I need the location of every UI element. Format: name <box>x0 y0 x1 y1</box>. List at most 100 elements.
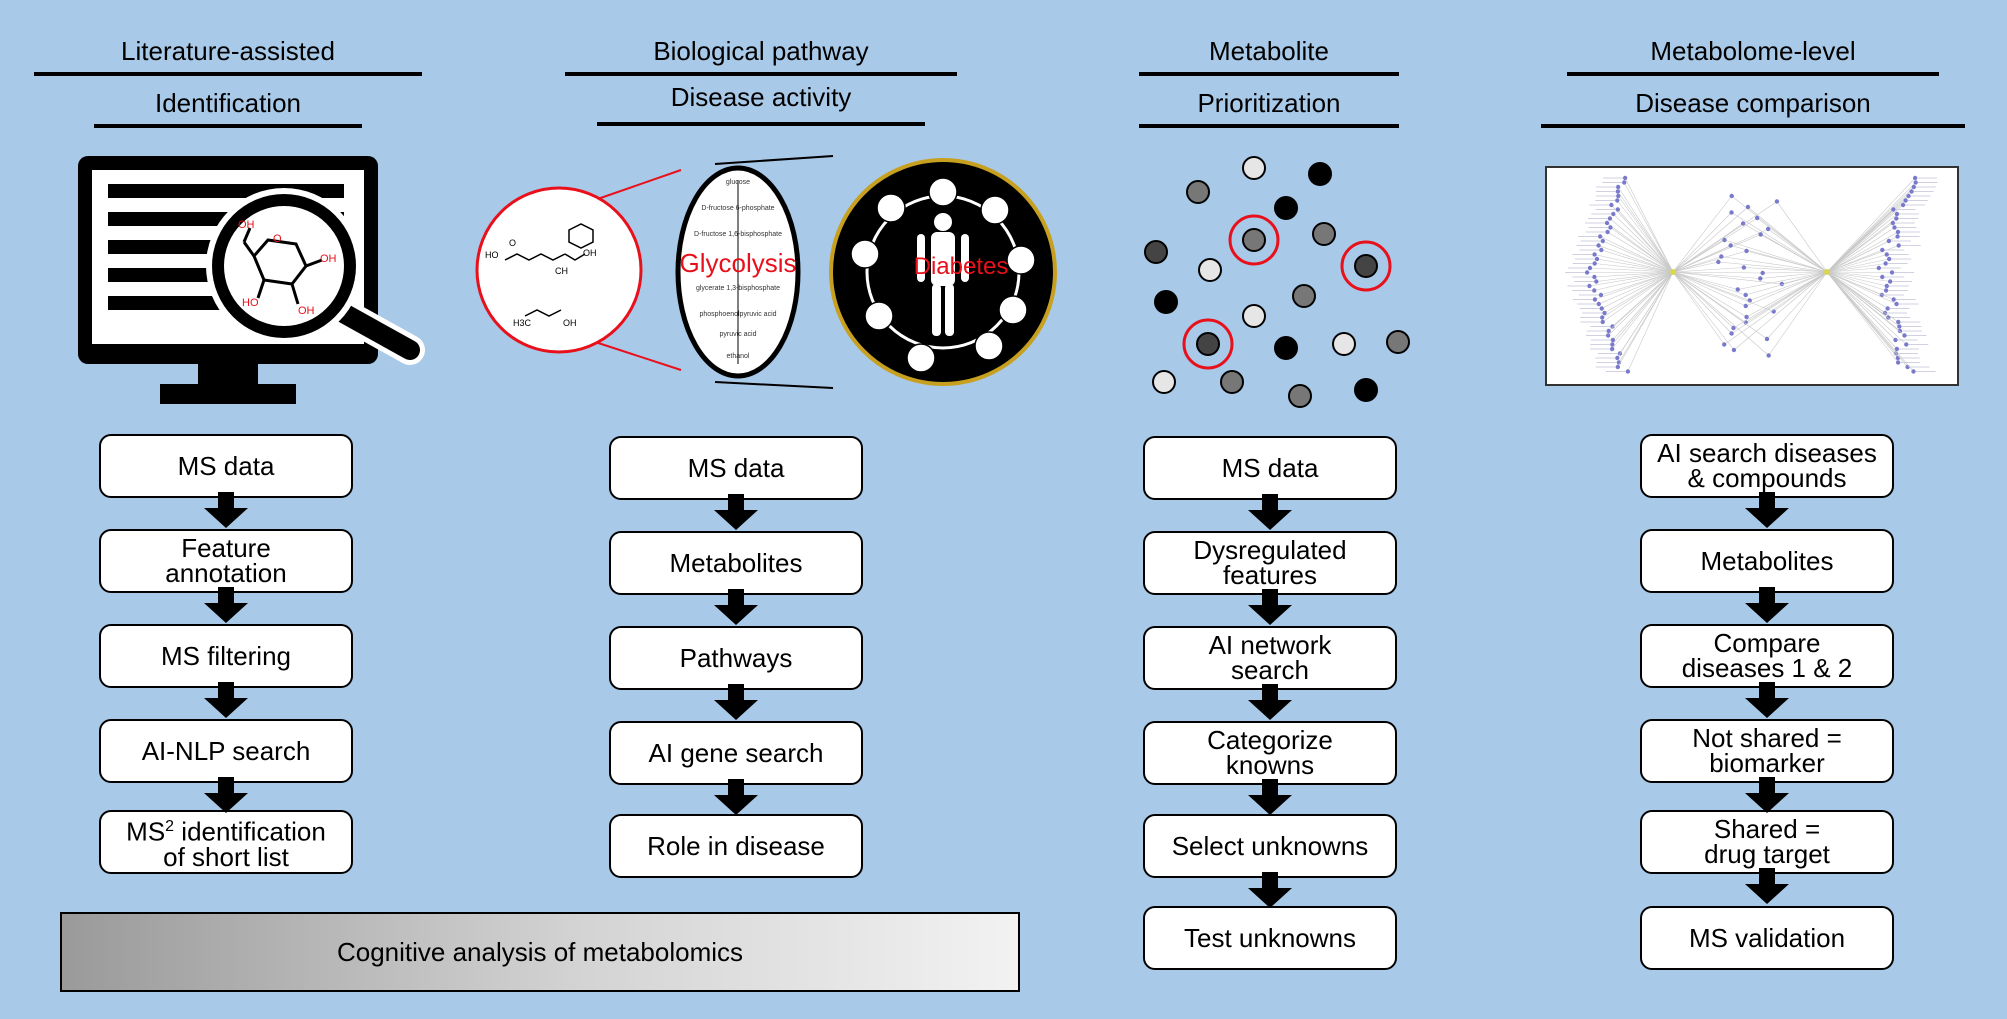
flow-arrow-icon <box>1248 779 1292 815</box>
col2-title: Biological pathway <box>653 36 869 66</box>
monitor-magnifier-icon: O OH HO OH OH <box>78 156 425 404</box>
flow-arrow-icon <box>1248 494 1292 530</box>
svg-text:D-fructose 1,6-bisphosphate: D-fructose 1,6-bisphosphate <box>694 231 782 238</box>
flow-arrow-icon <box>204 587 248 623</box>
svg-text:OH: OH <box>238 219 255 231</box>
col4-title: Metabolome-level <box>1650 36 1856 66</box>
flow-step-label: Metabolites <box>669 547 803 578</box>
col3-subtitle: Prioritization <box>1197 88 1341 118</box>
svg-text:CH: CH <box>555 266 568 276</box>
pathway-zoom-illustration: HO O CH OH H3C OH glucose D-fructose 6-phosp… <box>475 155 1057 389</box>
flow-arrow-icon <box>204 492 248 528</box>
flow-step-label: Pathways <box>679 642 793 673</box>
col2-subtitle-rule <box>597 122 925 126</box>
col1-title-rule <box>34 72 422 76</box>
flow-step-label: Not shared =biomarker <box>1692 723 1842 778</box>
metabolite-dots-illustration <box>1144 156 1410 408</box>
flow-step-box: Select unknowns <box>1143 814 1397 878</box>
flow-step-label: AI search diseases& compounds <box>1657 438 1877 493</box>
flow-step-label: Shared =drug target <box>1704 814 1830 869</box>
svg-text:O: O <box>273 233 282 245</box>
svg-text:OH: OH <box>320 253 337 265</box>
flow-arrow-icon <box>1745 587 1789 623</box>
svg-text:HO: HO <box>242 297 259 309</box>
col1-subtitle-rule <box>94 124 362 128</box>
svg-text:OH: OH <box>298 305 315 317</box>
cognitive-analysis-banner: Cognitive analysis of metabolomics <box>60 912 1020 992</box>
col2-subtitle: Disease activity <box>670 82 852 112</box>
flow-arrow-icon <box>714 779 758 815</box>
col3-subtitle-rule <box>1139 124 1399 128</box>
flow-step-box: MS validation <box>1640 906 1894 970</box>
svg-text:OH: OH <box>563 318 577 328</box>
col2-title-rule <box>565 72 957 76</box>
flow-step-label: AI gene search <box>648 737 824 768</box>
flow-step-box: MS data <box>99 434 353 498</box>
flow-step-box: Not shared =biomarker <box>1640 719 1894 783</box>
flow-step-box: Role in disease <box>609 814 863 878</box>
svg-text:OH: OH <box>583 248 597 258</box>
flow-arrow-icon <box>1745 682 1789 718</box>
flow-step-box: Test unknowns <box>1143 906 1397 970</box>
flow-step-box: Shared =drug target <box>1640 810 1894 874</box>
flow-step-box: MS data <box>1143 436 1397 500</box>
flow-arrow-icon <box>1745 777 1789 813</box>
flow-step-box: Metabolites <box>609 531 863 595</box>
flow-arrow-icon <box>1745 492 1789 528</box>
col1-title: Literature-assisted <box>121 36 335 66</box>
col4-subtitle-rule <box>1541 124 1965 128</box>
svg-text:ethanol: ethanol <box>727 353 750 360</box>
svg-text:glycerate 1,3-bisphosphate: glycerate 1,3-bisphosphate <box>696 285 780 292</box>
flow-step-label: Metabolites <box>1700 545 1834 576</box>
flow-step-box: AI search diseases& compounds <box>1640 434 1894 498</box>
cognitive-analysis-label: Cognitive analysis of metabolomics <box>336 936 744 967</box>
flow-arrow-icon <box>1248 872 1292 908</box>
flow-step-box: AI gene search <box>609 721 863 785</box>
diabetes-label: Diabetes <box>914 253 1009 280</box>
svg-text:glucose: glucose <box>726 179 750 186</box>
col4-title-rule <box>1567 72 1939 76</box>
svg-text:HO: HO <box>485 250 499 260</box>
glycolysis-label: Glycolysis <box>679 248 796 278</box>
flow-step-label: MS data <box>177 450 275 481</box>
flow-step-label: Test unknowns <box>1184 922 1356 953</box>
flow-step-box: MS data <box>609 436 863 500</box>
col4-subtitle: Disease comparison <box>1635 88 1871 118</box>
col1-subtitle: Identification <box>155 88 301 118</box>
svg-text:H3C: H3C <box>513 318 532 328</box>
flow-arrow-icon <box>714 589 758 625</box>
flow-arrow-icon <box>714 684 758 720</box>
svg-text:phosphoenolpyruvic acid: phosphoenolpyruvic acid <box>699 311 776 318</box>
flow-step-box: AI-NLP search <box>99 719 353 783</box>
svg-text:D-fructose 6-phosphate: D-fructose 6-phosphate <box>701 205 774 212</box>
flow-step-label: MS validation <box>1688 922 1846 953</box>
flow-step-label: Select unknowns <box>1171 830 1369 861</box>
flow-arrow-icon <box>204 682 248 718</box>
flow-step-label: AI-NLP search <box>141 735 311 766</box>
flow-arrow-icon <box>714 494 758 530</box>
flow-step-box: Metabolites <box>1640 529 1894 593</box>
flow-step-box: MS filtering <box>99 624 353 688</box>
flow-step-box: Pathways <box>609 626 863 690</box>
flow-arrow-icon <box>1745 868 1789 904</box>
svg-text:pyruvic acid: pyruvic acid <box>720 331 757 338</box>
flow-step-label: Role in disease <box>647 830 825 861</box>
flow-step-label: MS data <box>1221 452 1319 483</box>
disease-network-illustration <box>1545 166 1959 386</box>
flow-step-label: MS filtering <box>160 640 292 671</box>
svg-text:O: O <box>509 238 516 248</box>
flow-step-label: MS data <box>687 452 785 483</box>
